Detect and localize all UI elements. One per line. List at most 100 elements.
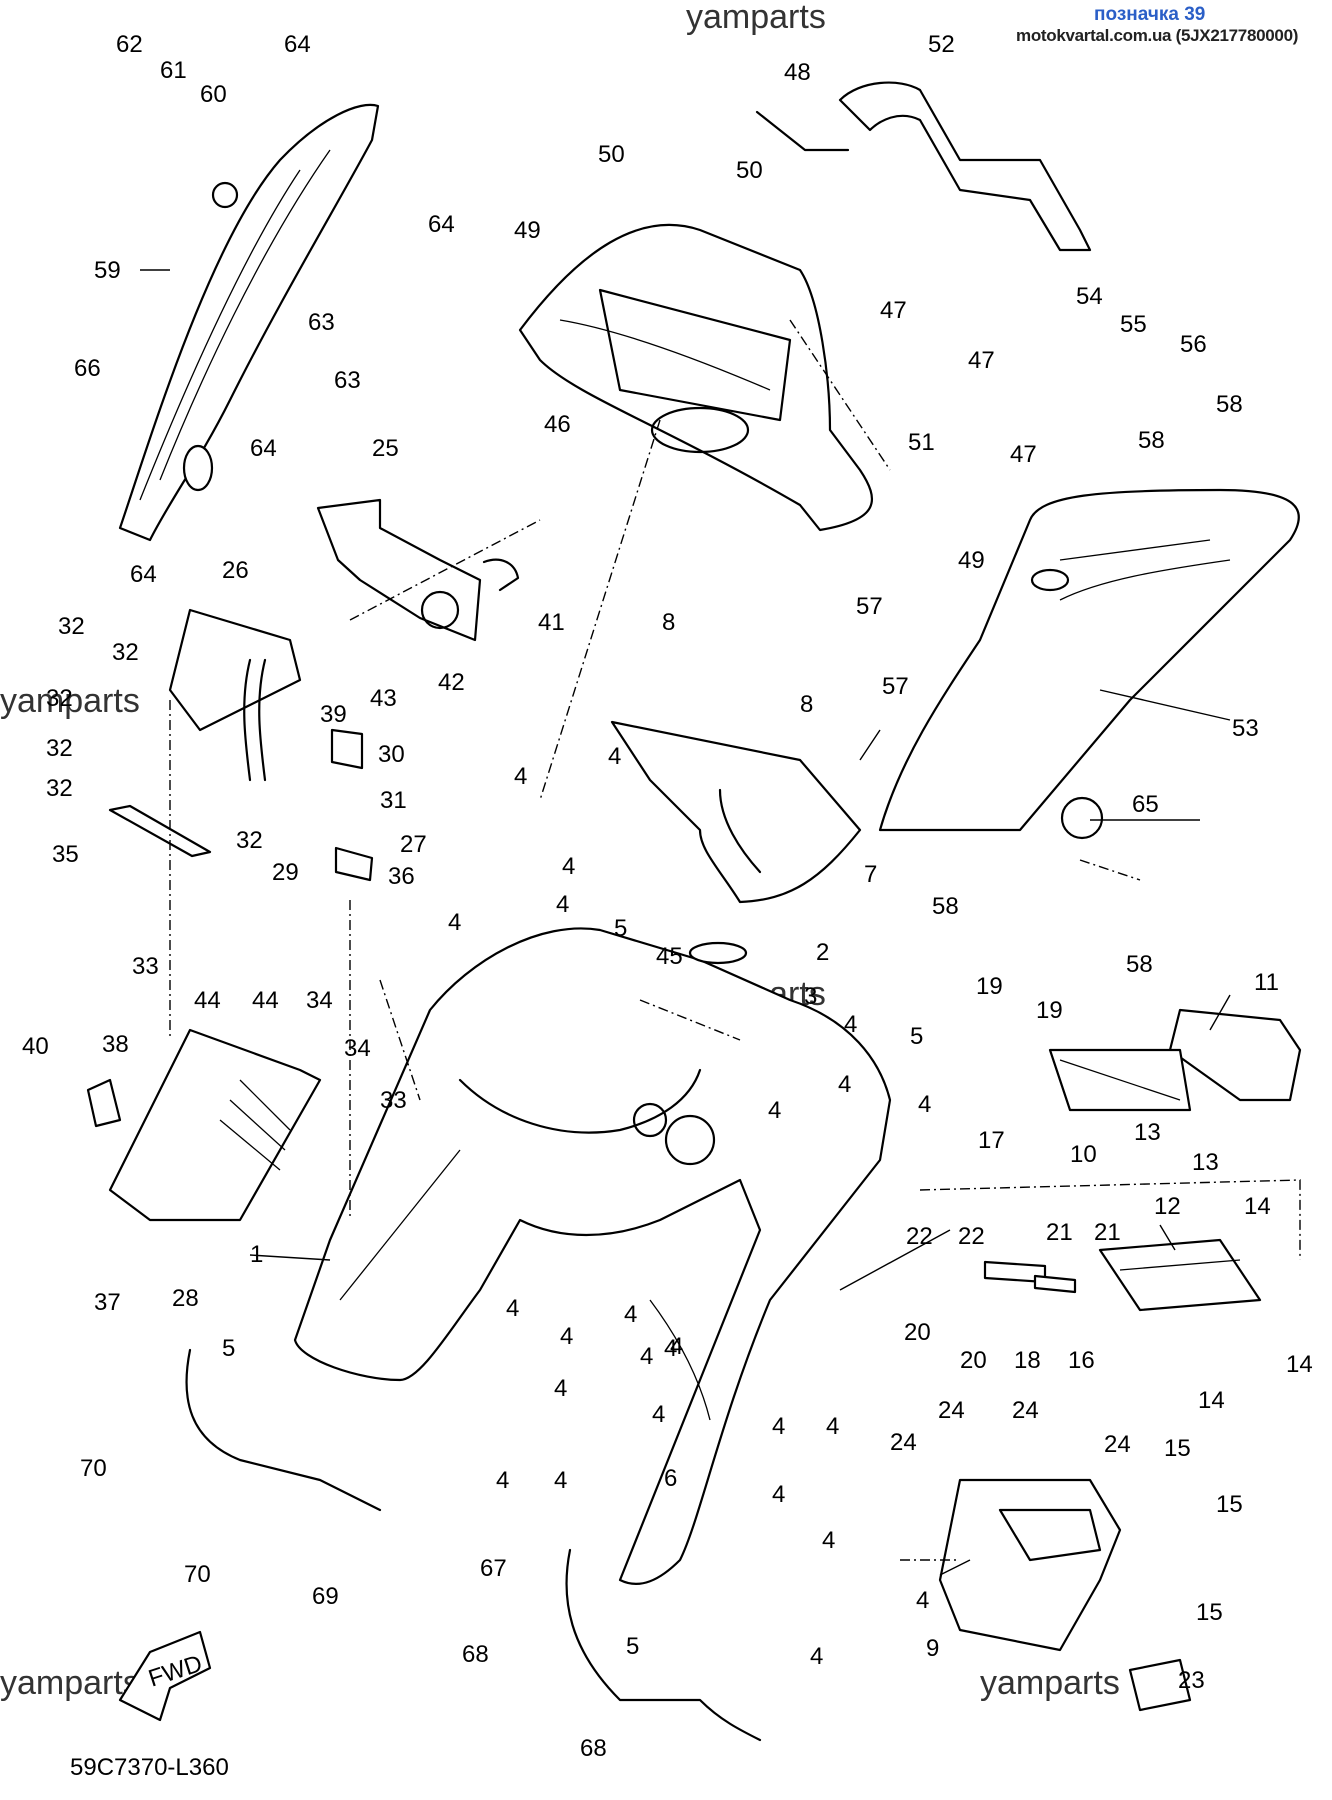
callout-4-o: 4 [664, 1335, 677, 1362]
callout-4-v: 4 [772, 1481, 785, 1508]
part-67-rail [565, 1548, 762, 1742]
callout-32-d: 32 [46, 735, 73, 762]
callout-15-b: 15 [1216, 1491, 1243, 1518]
callout-15-a: 15 [1164, 1435, 1191, 1462]
callout-4-m: 4 [670, 1333, 683, 1360]
callout-53: 53 [1232, 715, 1259, 742]
callout-50-b: 50 [736, 157, 763, 184]
callout-27: 27 [400, 831, 427, 858]
callout-58-d: 58 [1126, 951, 1153, 978]
callout-40: 40 [22, 1033, 49, 1060]
callout-3: 3 [804, 983, 817, 1010]
part-11-cover [1168, 1008, 1302, 1102]
callout-64-a: 64 [284, 31, 311, 58]
part-9-box [938, 1478, 1192, 1712]
callout-44-a: 44 [194, 987, 221, 1014]
callout-69: 69 [312, 1583, 339, 1610]
callout-51: 51 [908, 429, 935, 456]
part-28-duct [86, 1028, 322, 1222]
callout-4-q: 4 [496, 1467, 509, 1494]
callout-19-b: 19 [1036, 997, 1063, 1024]
part-7-inner-cover [610, 720, 862, 904]
callout-68-a: 68 [462, 1641, 489, 1668]
callout-4-b: 4 [514, 763, 527, 790]
callout-20-a: 20 [904, 1319, 931, 1346]
callout-32-c: 32 [46, 685, 73, 712]
callout-13-b: 13 [1192, 1149, 1219, 1176]
callout-45: 45 [656, 943, 683, 970]
callout-28: 28 [172, 1285, 199, 1312]
part-46-front-panel [518, 223, 874, 532]
callout-25: 25 [372, 435, 399, 462]
callout-7: 7 [864, 861, 877, 888]
watermarks: yamparts yamparts yamparts yamparts yamp… [0, 0, 1120, 1702]
callout-21-a: 21 [1046, 1219, 1073, 1246]
callout-32-f: 32 [236, 827, 263, 854]
watermark-bottom-right: yamparts [980, 1664, 1120, 1702]
callout-68-b: 68 [580, 1735, 607, 1762]
callout-16: 16 [1068, 1347, 1095, 1374]
part-30-switch [330, 728, 374, 882]
callout-4-d: 4 [448, 909, 461, 936]
callout-4-s: 4 [640, 1343, 653, 1370]
watermark-bottom-left: yamparts [0, 1664, 140, 1702]
callout-8-b: 8 [800, 691, 813, 718]
callout-4-x: 4 [810, 1643, 823, 1670]
callout-4-n: 4 [554, 1375, 567, 1402]
callout-30: 30 [378, 741, 405, 768]
callout-61: 61 [160, 57, 187, 84]
callout-66: 66 [74, 355, 101, 382]
callout-32-e: 32 [46, 775, 73, 802]
callout-4-c: 4 [562, 853, 575, 880]
callout-34-a: 34 [306, 987, 333, 1014]
callout-4-k: 4 [560, 1323, 573, 1350]
callout-19-a: 19 [976, 973, 1003, 1000]
callout-43: 43 [370, 685, 397, 712]
callout-56: 56 [1180, 331, 1207, 358]
callout-4-h: 4 [768, 1097, 781, 1124]
diagram-code: 59C7370-L360 [70, 1754, 229, 1781]
callout-58-c: 58 [932, 893, 959, 920]
callout-4-j: 4 [506, 1295, 519, 1322]
part-16-18-brackets [983, 1260, 1077, 1294]
part-1-leg-shield [293, 927, 892, 1585]
callout-22-b: 22 [958, 1223, 985, 1250]
callout-10: 10 [1070, 1141, 1097, 1168]
callout-4-r: 4 [652, 1401, 665, 1428]
callout-70-a: 70 [80, 1455, 107, 1482]
callout-4-y: 4 [916, 1587, 929, 1614]
callout-26: 26 [222, 557, 249, 584]
callout-11: 11 [1254, 969, 1279, 996]
callout-39: 39 [320, 701, 347, 728]
part-53-side-panel [878, 488, 1300, 840]
assembly-lines [169, 319, 1301, 1561]
part-52-handle-bracket [838, 81, 1092, 252]
callout-24-b: 24 [1012, 1397, 1039, 1424]
callout-36: 36 [388, 863, 415, 890]
callout-32-a: 32 [58, 613, 85, 640]
callout-13-a: 13 [1134, 1119, 1161, 1146]
callout-49-b: 49 [958, 547, 985, 574]
callout-4-p: 4 [554, 1467, 567, 1494]
callout-4-a: 4 [608, 743, 621, 770]
callout-5-c: 5 [222, 1335, 235, 1362]
part-25-panel [316, 498, 520, 642]
part-35-strip [108, 804, 212, 858]
callout-62: 62 [116, 31, 143, 58]
watermark-top: yamparts [686, 0, 826, 36]
callout-41: 41 [538, 609, 565, 636]
callout-12: 12 [1154, 1193, 1181, 1220]
callout-60: 60 [200, 81, 227, 108]
callout-57-b: 57 [882, 673, 909, 700]
callout-22-a: 22 [906, 1223, 933, 1250]
part-2-cap [688, 941, 748, 965]
leader-lines [140, 269, 1231, 1576]
callout-44-b: 44 [252, 987, 279, 1014]
callout-4-f: 4 [844, 1011, 857, 1038]
callout-32-b: 32 [112, 639, 139, 666]
callout-17: 17 [978, 1127, 1005, 1154]
callout-37: 37 [94, 1289, 121, 1316]
callout-4-w: 4 [822, 1527, 835, 1554]
callout-48: 48 [784, 59, 811, 86]
